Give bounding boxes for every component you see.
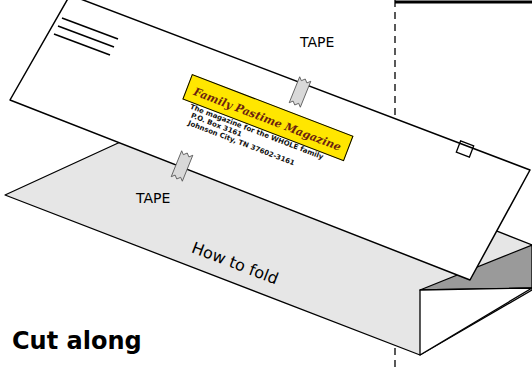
cut-label: Cut along: [12, 327, 142, 355]
tape-label: TAPE: [300, 34, 334, 50]
return-address-lines: [54, 18, 118, 55]
tape-label: TAPE: [136, 190, 170, 206]
edge-line: [395, 1, 532, 4]
tape-piece: [289, 77, 311, 107]
envelope: [10, 0, 530, 280]
tape-piece: [171, 151, 193, 181]
stamp-box: [456, 141, 473, 157]
fold-flap: [420, 288, 532, 355]
